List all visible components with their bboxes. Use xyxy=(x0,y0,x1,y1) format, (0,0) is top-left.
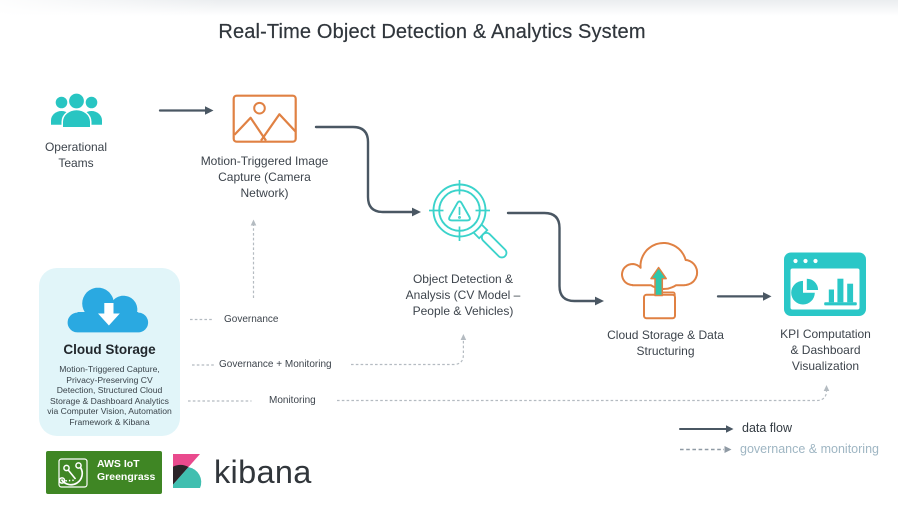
bar-chart-icon xyxy=(824,278,857,306)
storage-box-title: Cloud Storage xyxy=(63,342,156,357)
image-icon xyxy=(232,94,297,143)
dashed-arrowhead-govmon xyxy=(460,334,467,340)
arrow-teams-to-capture xyxy=(158,106,214,115)
label-monitoring: Monitoring xyxy=(269,395,316,406)
download-arrow-icon xyxy=(98,303,120,326)
pie-chart-slice-icon xyxy=(806,278,819,290)
pie-chart-icon xyxy=(791,280,815,305)
page-title: Real-Time Object Detection & Analytics S… xyxy=(218,21,646,43)
dashed-govmon-right xyxy=(351,339,464,366)
legend-solid-arrow xyxy=(679,425,734,433)
label-governance-monitoring: Governance + Monitoring xyxy=(219,359,332,370)
dashboard-charts-icon xyxy=(784,252,866,316)
storage-box-description: Motion-Triggered Capture,Privacy-Preserv… xyxy=(47,364,172,427)
legend-data-flow: data flow xyxy=(742,421,793,435)
arrow-detection-to-cloud xyxy=(506,211,604,306)
arrow-capture-to-detection xyxy=(314,125,421,217)
label-object-detection: Object Detection &Analysis (CV Model –Pe… xyxy=(405,272,521,318)
label-governance: Governance xyxy=(224,313,279,325)
legend-governance-monitoring: governance & monitoring xyxy=(740,442,879,456)
users-icon xyxy=(51,92,102,129)
target-magnifier-alert-icon xyxy=(429,180,508,259)
cloud-download-icon xyxy=(67,287,149,333)
warning-triangle-icon xyxy=(448,200,471,222)
aws-greengrass-icon xyxy=(58,458,88,488)
legend-dashed-arrow xyxy=(680,446,732,453)
dashed-arrowhead-governance xyxy=(250,219,257,226)
dashed-monitoring-right xyxy=(337,390,828,402)
cloud-upload-box-icon xyxy=(621,242,699,320)
kibana-logo-icon xyxy=(173,454,202,488)
kibana-wordmark: kibana xyxy=(214,454,312,490)
arrow-cloud-to-kpi xyxy=(716,292,772,301)
upload-arrow-icon xyxy=(650,266,667,297)
dashed-arrowhead-monitoring xyxy=(823,385,830,391)
